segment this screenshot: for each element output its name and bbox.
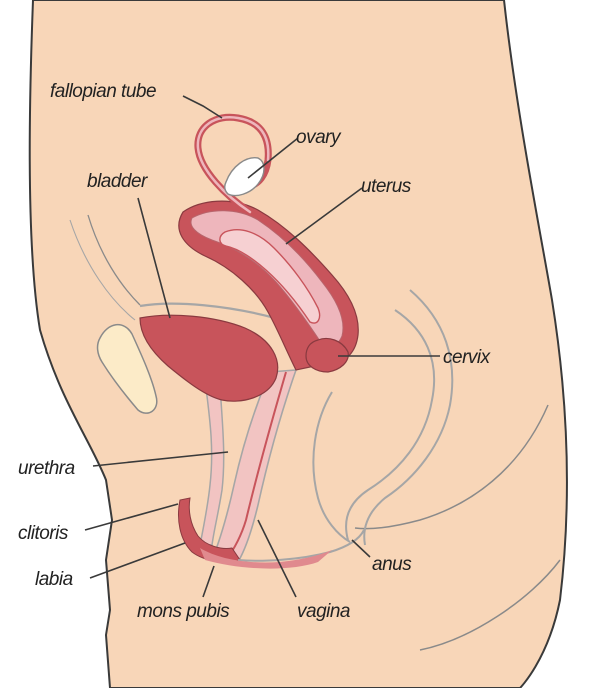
label-fallopian-tube: fallopian tube — [50, 81, 156, 102]
label-ovary: ovary — [296, 127, 342, 148]
label-uterus: uterus — [361, 176, 412, 197]
label-labia: labia — [35, 569, 73, 590]
label-clitoris: clitoris — [18, 523, 69, 544]
label-cervix: cervix — [443, 347, 492, 368]
label-urethra: urethra — [18, 458, 75, 479]
label-anus: anus — [372, 554, 412, 575]
label-mons-pubis: mons pubis — [137, 601, 230, 622]
label-bladder: bladder — [87, 171, 148, 192]
label-vagina: vagina — [297, 601, 350, 622]
